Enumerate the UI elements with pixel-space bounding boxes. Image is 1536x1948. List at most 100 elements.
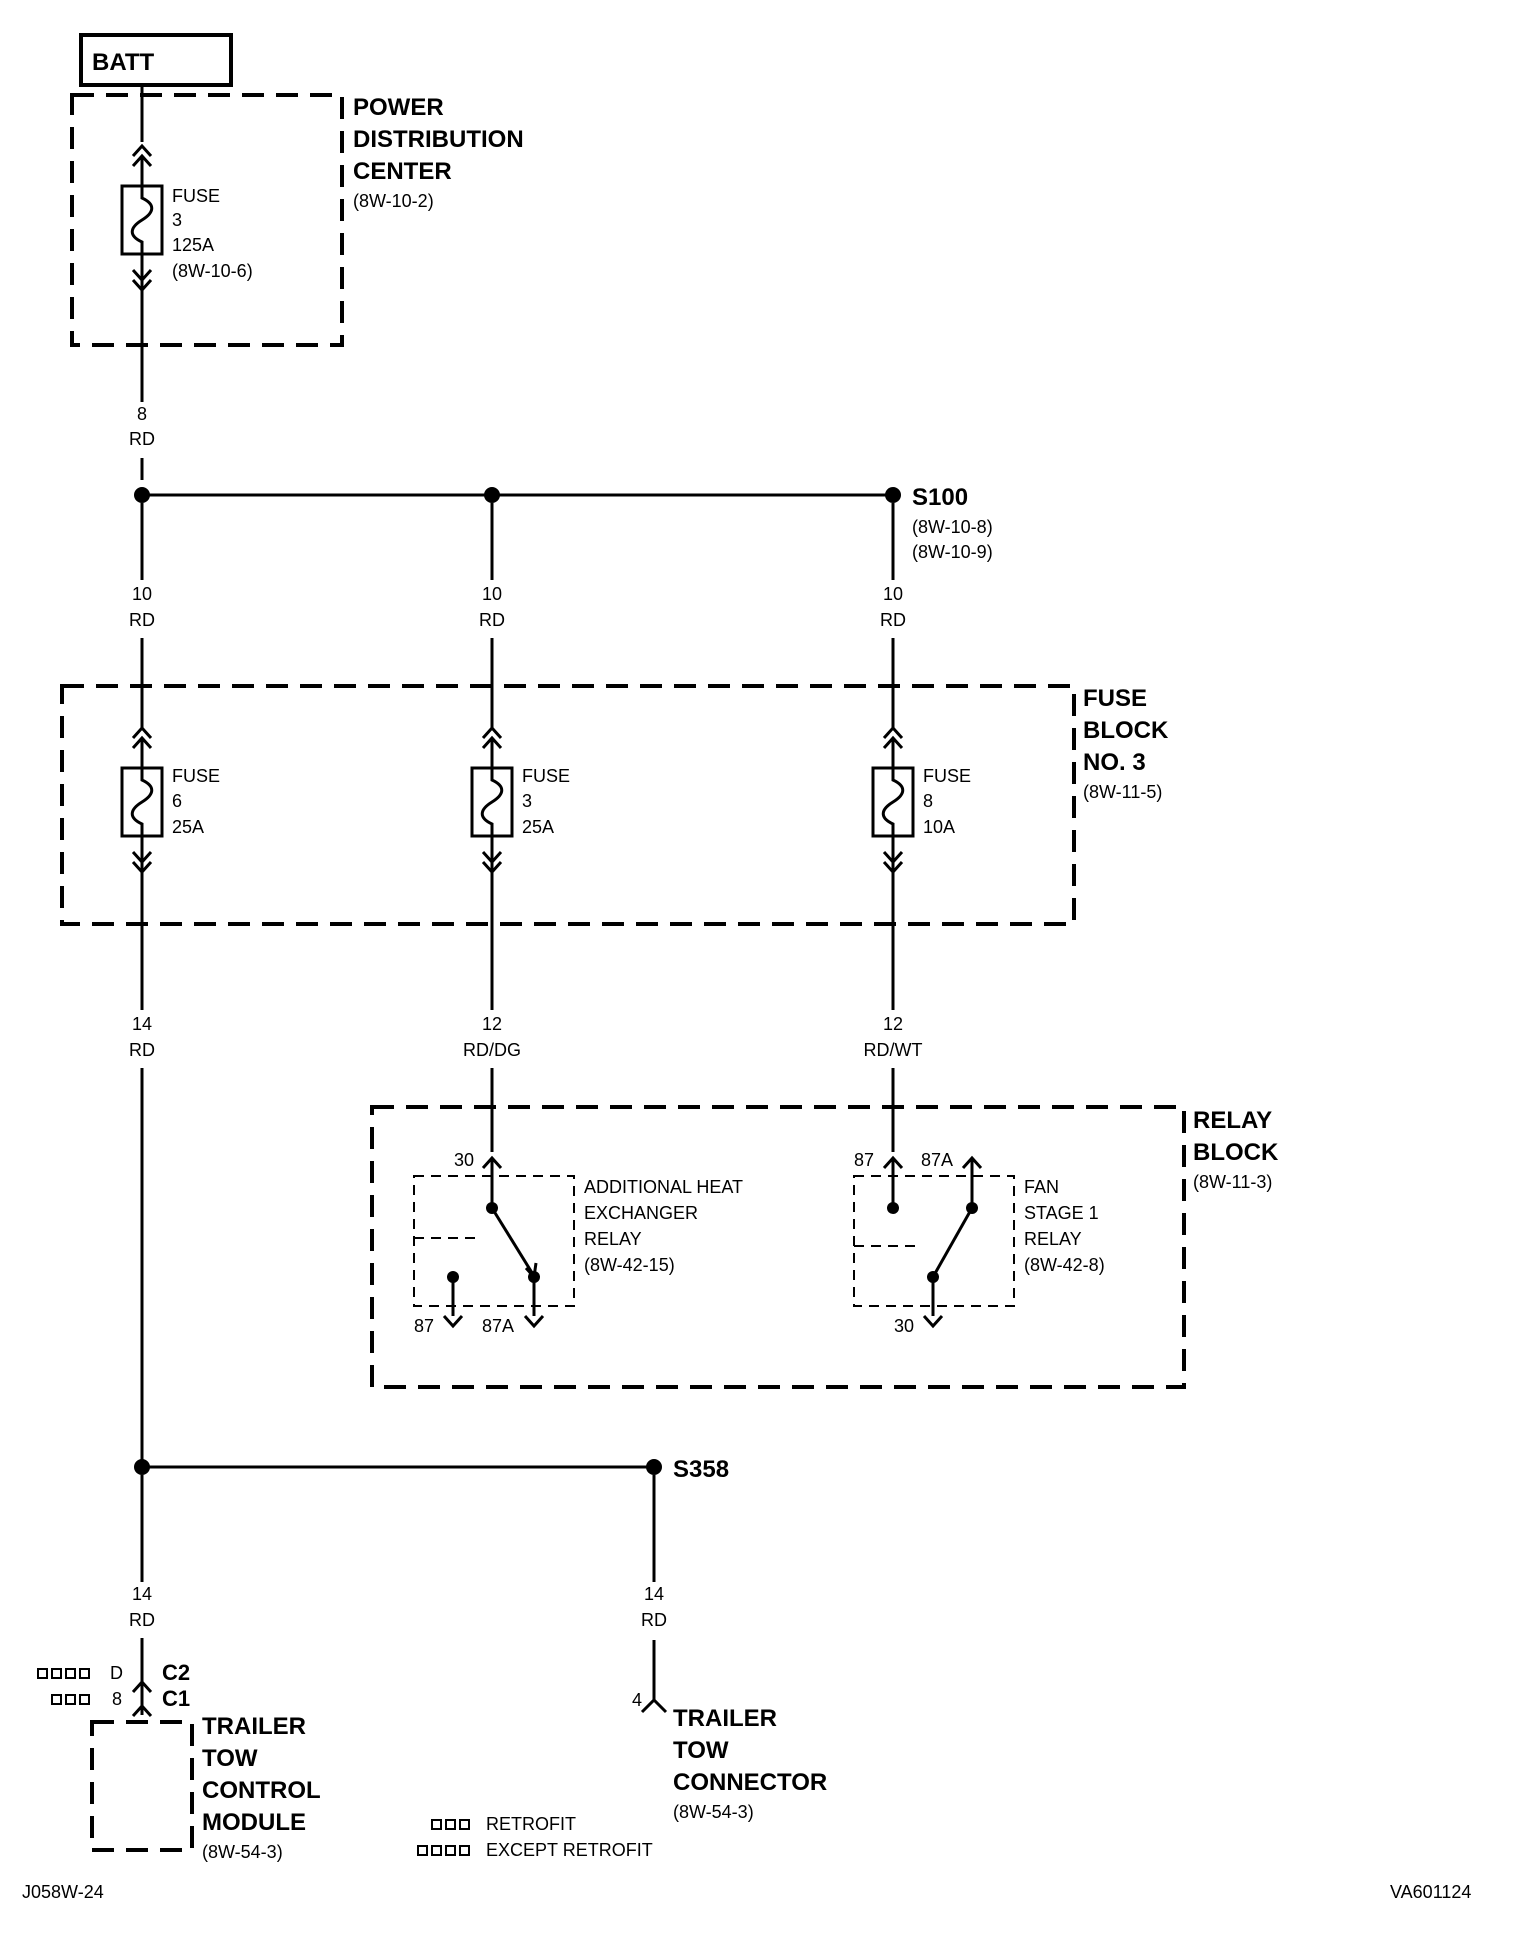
wire-main-gauge: 8 <box>137 404 147 424</box>
fuse-6-number: 6 <box>172 791 182 811</box>
relay-block-outline <box>370 1105 1186 1389</box>
branch-2-color: RD <box>479 610 505 630</box>
ttcm-ref: (8W-54-3) <box>202 1842 283 1862</box>
footer-left-code: J058W-24 <box>22 1882 104 1902</box>
ttc-ref: (8W-54-3) <box>673 1802 754 1822</box>
splice-dot-s358-left <box>134 1459 150 1475</box>
ttc-wire-gauge: 14 <box>644 1584 664 1604</box>
fuse-8-number: 8 <box>923 791 933 811</box>
relay-heat-outline <box>413 1175 575 1307</box>
out-2-gauge: 12 <box>482 1014 502 1034</box>
branch-2-gauge: 10 <box>482 584 502 604</box>
pdc-title-1: POWER <box>353 94 444 121</box>
relay-block-title-1: RELAY <box>1193 1107 1272 1134</box>
out-3-color: RD/WT <box>864 1040 923 1060</box>
relay-block-title-2: BLOCK <box>1193 1139 1279 1166</box>
splice-dot-s100 <box>885 487 901 503</box>
legend-retrofit-marker <box>431 1819 470 1830</box>
ttc-connector <box>640 1697 668 1714</box>
fuse-3-label: FUSE <box>522 766 570 786</box>
pdc-title-2: DISTRIBUTION <box>353 126 524 153</box>
relay-fan-pin87a: 87A <box>921 1150 953 1170</box>
out-3-gauge: 12 <box>883 1014 903 1034</box>
fuse-8 <box>871 725 915 875</box>
relay-fan-title-2: STAGE 1 <box>1024 1203 1099 1223</box>
relay-heat-title-3: RELAY <box>584 1229 642 1249</box>
branch-1-gauge: 10 <box>132 584 152 604</box>
fuse-symbol-pdc <box>120 184 164 256</box>
battery-box <box>79 33 233 87</box>
ttcm-pin-c1: 8 <box>112 1689 122 1709</box>
pdc-fuse-rating: 125A <box>172 235 214 255</box>
branch-3-color: RD <box>880 610 906 630</box>
pdc-outline <box>70 93 344 347</box>
ttc-wire-color: RD <box>641 1610 667 1630</box>
splice-dot-mid <box>484 487 500 503</box>
relay-fan-switch-arm <box>931 1207 974 1278</box>
fuse-3-number: 3 <box>522 791 532 811</box>
relay-fan-outline <box>853 1175 1015 1307</box>
ttcm-c1: C1 <box>162 1686 190 1711</box>
fuse-3-rating: 25A <box>522 817 554 837</box>
ttc-pin: 4 <box>632 1690 642 1710</box>
branch-1-color: RD <box>129 610 155 630</box>
relay-heat-pin87-connector <box>442 1314 464 1329</box>
ttcm-title-1: TRAILER <box>202 1713 306 1740</box>
relay-fan-title-1: FAN <box>1024 1177 1059 1197</box>
fuse-block-title-1: FUSE <box>1083 685 1147 712</box>
relay-fan-pin30: 30 <box>894 1316 914 1336</box>
splice-dot-s358 <box>646 1459 662 1475</box>
fuse-block-outline <box>60 684 1076 926</box>
fuse-6-rating: 25A <box>172 817 204 837</box>
pdc-title-3: CENTER <box>353 158 452 185</box>
ttcm-title-2: TOW <box>202 1745 258 1772</box>
ttcm-outline <box>90 1720 194 1852</box>
ttcm-wire-gauge: 14 <box>132 1584 152 1604</box>
splice-s100-ref1: (8W-10-8) <box>912 517 993 537</box>
fuse-block-title-3: NO. 3 <box>1083 749 1146 776</box>
legend-except-retrofit: EXCEPT RETROFIT <box>486 1840 653 1860</box>
relay-heat-ref: (8W-42-15) <box>584 1255 675 1275</box>
legend-retrofit: RETROFIT <box>486 1814 576 1834</box>
ttcm-title-3: CONTROL <box>202 1777 321 1804</box>
fuse-6-label: FUSE <box>172 766 220 786</box>
legend-except-retrofit-marker <box>417 1845 470 1856</box>
relay-heat-pin87a: 87A <box>482 1316 514 1336</box>
splice-s100-ref2: (8W-10-9) <box>912 542 993 562</box>
pdc-fuse-number: 3 <box>172 210 182 230</box>
splice-s100-label: S100 <box>912 484 968 511</box>
relay-heat-pin87: 87 <box>414 1316 434 1336</box>
relay-heat-title-2: EXCHANGER <box>584 1203 698 1223</box>
battery-label: BATT <box>92 49 155 76</box>
fuse-8-label: FUSE <box>923 766 971 786</box>
relay-heat-pin87a-connector <box>523 1314 545 1329</box>
relay-fan-pin30-connector <box>922 1314 944 1329</box>
fuse-block-ref: (8W-11-5) <box>1083 782 1162 802</box>
ttc-title-2: TOW <box>673 1737 729 1764</box>
out-1-gauge: 14 <box>132 1014 152 1034</box>
footer-right-code: VA601124 <box>1390 1882 1471 1902</box>
relay-fan-pin87: 87 <box>854 1150 874 1170</box>
ttcm-c1-retrofit-marker <box>51 1694 90 1705</box>
relay-heat-switch-arm <box>490 1207 536 1277</box>
ttcm-wire-color: RD <box>129 1610 155 1630</box>
ttcm-title-4: MODULE <box>202 1809 306 1836</box>
fuse-8-rating: 10A <box>923 817 955 837</box>
relay-heat-pin30: 30 <box>454 1150 474 1170</box>
splice-dot-left <box>134 487 150 503</box>
relay-heat-title-1: ADDITIONAL HEAT <box>584 1177 743 1197</box>
splice-s358-label: S358 <box>673 1456 729 1483</box>
ttcm-c2: C2 <box>162 1660 190 1685</box>
out-1-color: RD <box>129 1040 155 1060</box>
fuse-6 <box>120 725 164 875</box>
wire-main-color: RD <box>129 429 155 449</box>
branch-3-gauge: 10 <box>883 584 903 604</box>
ttc-title-1: TRAILER <box>673 1705 777 1732</box>
ttcm-c2-except-retrofit-marker <box>37 1668 90 1679</box>
fuse-3 <box>470 725 514 875</box>
ttcm-pin-c2: D <box>110 1663 123 1683</box>
relay-fan-title-3: RELAY <box>1024 1229 1082 1249</box>
relay-fan-ref: (8W-42-8) <box>1024 1255 1105 1275</box>
relay-fan-pin87a-connector <box>961 1155 983 1170</box>
